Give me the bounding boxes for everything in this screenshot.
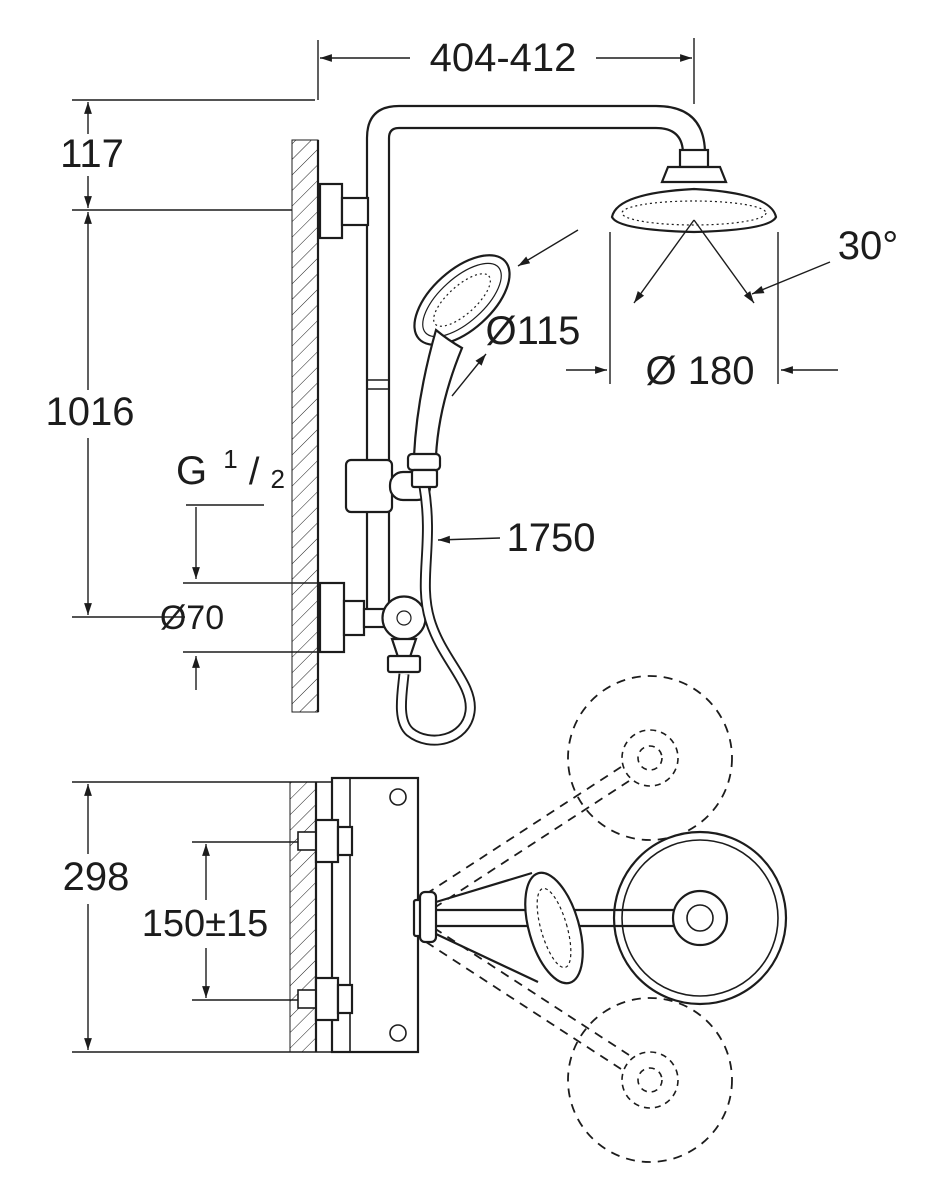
hose-length-1750-leader bbox=[437, 535, 501, 544]
dia-label-115: Ø115 bbox=[486, 309, 581, 353]
dim-label-top-width: 404-412 bbox=[430, 36, 577, 80]
thermostat-valve bbox=[318, 581, 427, 659]
plan-head-swivel-top bbox=[567, 675, 733, 841]
spray-angle-30 bbox=[633, 219, 831, 304]
dia-label-180: Ø 180 bbox=[646, 349, 755, 393]
hose-outlet-nut bbox=[386, 654, 422, 674]
plan-hand-shower bbox=[418, 871, 584, 985]
head-shower bbox=[610, 148, 778, 234]
hand-shower-dia-115-dimension bbox=[451, 229, 579, 397]
reference-lines bbox=[72, 38, 779, 653]
plan-supply-connections bbox=[297, 818, 354, 1022]
dim-label-1016: 1016 bbox=[46, 390, 135, 434]
angle-label-30: 30° bbox=[838, 224, 899, 268]
wall-bracket bbox=[318, 182, 370, 240]
plan-reference-lines bbox=[72, 781, 332, 1053]
dim-label-150: 150±15 bbox=[142, 903, 269, 945]
dim-label-117: 117 bbox=[60, 132, 124, 176]
hand-shower bbox=[406, 254, 511, 489]
dia-label-70: Ø70 bbox=[160, 599, 224, 637]
plan-head-solid bbox=[412, 830, 788, 1006]
hose-label-1750: 1750 bbox=[507, 516, 596, 560]
wall-section-upper bbox=[291, 139, 320, 713]
dim-label-298: 298 bbox=[63, 855, 130, 899]
plan-wall-section bbox=[289, 781, 318, 1053]
thread-label-g-half: G 1 / 2 bbox=[176, 433, 285, 494]
plan-head-swivel-bottom bbox=[567, 997, 733, 1163]
riser-pipe bbox=[365, 104, 707, 610]
shower-hose bbox=[386, 485, 476, 746]
